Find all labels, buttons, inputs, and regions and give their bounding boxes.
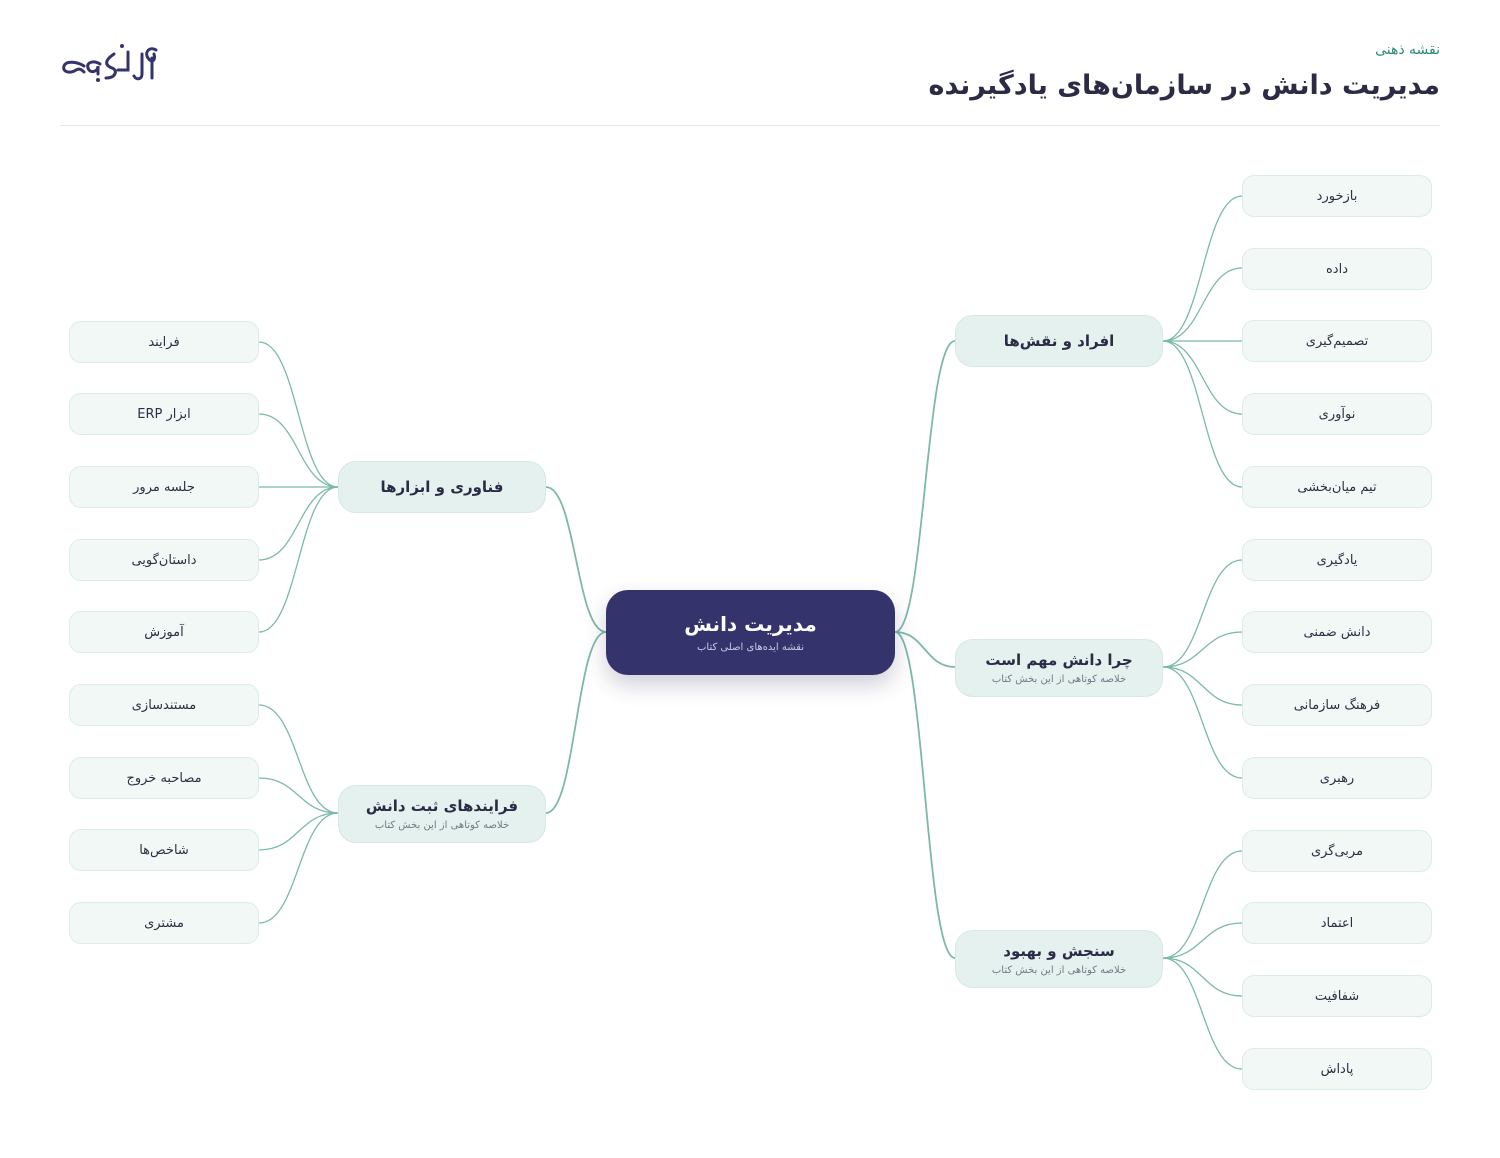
branch-node-measure-improve[interactable]: سنجش و بهبود خلاصه کوتاهی از این بخش کتا…: [955, 930, 1163, 988]
leaf-label: مصاحبه خروج: [126, 770, 202, 786]
branch-label: فناوری و ابزارها: [380, 478, 504, 496]
branch-node-capture-processes[interactable]: فرایندهای ثبت دانش خلاصه کوتاهی از این ب…: [338, 785, 546, 843]
root-node[interactable]: مدیریت دانش نقشه ایده‌های اصلی کتاب: [606, 590, 895, 675]
leaf-label: یادگیری: [1316, 552, 1358, 568]
leaf-node[interactable]: داستان‌گویی: [69, 539, 259, 581]
branch-subtitle: خلاصه کوتاهی از این بخش کتاب: [991, 674, 1127, 685]
leaf-node[interactable]: مستندسازی: [69, 684, 259, 726]
leaf-label: فرایند: [148, 334, 180, 350]
leaf-node[interactable]: تیم میان‌بخشی: [1242, 466, 1432, 508]
leaf-node[interactable]: مصاحبه خروج: [69, 757, 259, 799]
leaf-label: مستندسازی: [131, 697, 197, 713]
leaf-node[interactable]: اعتماد: [1242, 902, 1432, 944]
connector-line: [258, 704, 339, 814]
page-title: مدیریت دانش در سازمان‌های یادگیرنده: [928, 70, 1440, 101]
connector-line: [894, 631, 956, 668]
leaf-label: داده: [1326, 261, 1349, 277]
leaf-label: جلسه مرور: [133, 479, 195, 495]
branch-subtitle: خلاصه کوتاهی از این بخش کتاب: [374, 820, 510, 831]
connector-line: [894, 631, 956, 959]
leaf-label: بازخورد: [1316, 188, 1358, 204]
connector-line: [258, 812, 339, 851]
connector-line: [1162, 957, 1243, 997]
leaf-label: اعتماد: [1320, 915, 1354, 931]
leaf-node[interactable]: داده: [1242, 248, 1432, 290]
branch-node-people-roles[interactable]: افراد و نقش‌ها: [955, 315, 1163, 367]
branch-subtitle: خلاصه کوتاهی از این بخش کتاب: [991, 965, 1127, 976]
leaf-label: پاداش: [1320, 1061, 1354, 1077]
leaf-node[interactable]: یادگیری: [1242, 539, 1432, 581]
leaf-node[interactable]: فرهنگ سازمانی: [1242, 684, 1432, 726]
leaf-label: آموزش: [144, 624, 184, 640]
branch-node-technology-tools[interactable]: فناوری و ابزارها: [338, 461, 546, 513]
connector-line: [1162, 666, 1243, 779]
connector-line: [258, 486, 339, 561]
branch-label: چرا دانش مهم است: [985, 651, 1133, 669]
connector-line: [894, 340, 956, 633]
leaf-label: نوآوری: [1318, 406, 1356, 422]
branch-node-why-knowledge[interactable]: چرا دانش مهم است خلاصه کوتاهی از این بخش…: [955, 639, 1163, 697]
leaf-node[interactable]: فرایند: [69, 321, 259, 363]
connector-line: [545, 631, 607, 814]
leaf-label: فرهنگ سازمانی: [1293, 697, 1381, 713]
leaf-node[interactable]: شفافیت: [1242, 975, 1432, 1017]
leaf-label: شفافیت: [1314, 988, 1360, 1004]
root-label: مدیریت دانش: [684, 612, 817, 636]
leaf-label: دانش ضمنی: [1303, 624, 1371, 640]
connector-line: [258, 413, 339, 488]
leaf-node[interactable]: رهبری: [1242, 757, 1432, 799]
leaf-node[interactable]: مربی‌گری: [1242, 830, 1432, 872]
leaf-node[interactable]: جلسه مرور: [69, 466, 259, 508]
leaf-label: رهبری: [1319, 770, 1355, 786]
connector-line: [1162, 666, 1243, 706]
leaf-node[interactable]: ابزار ERP: [69, 393, 259, 435]
connector-line: [545, 486, 607, 633]
leaf-node[interactable]: بازخورد: [1242, 175, 1432, 217]
leaf-node[interactable]: تصمیم‌گیری: [1242, 320, 1432, 362]
connector-line: [258, 777, 339, 814]
leaf-node[interactable]: پاداش: [1242, 1048, 1432, 1090]
header-divider: [60, 125, 1440, 126]
leaf-node[interactable]: نوآوری: [1242, 393, 1432, 435]
connector-line: [1162, 957, 1243, 1070]
branch-label: سنجش و بهبود: [1003, 942, 1115, 960]
leaf-label: مشتری: [144, 915, 184, 931]
connector-line: [1162, 922, 1243, 959]
connector-line: [258, 486, 339, 633]
page-subtitle: نقشه ذهنی: [1375, 42, 1440, 58]
leaf-node[interactable]: آموزش: [69, 611, 259, 653]
connector-line: [1162, 340, 1243, 415]
leaf-label: تیم میان‌بخشی: [1297, 479, 1377, 495]
leaf-node[interactable]: مشتری: [69, 902, 259, 944]
connector-line: [1162, 631, 1243, 668]
branch-label: افراد و نقش‌ها: [1003, 332, 1115, 350]
connector-line: [1162, 267, 1243, 342]
connector-line: [1162, 340, 1243, 488]
leaf-label: مربی‌گری: [1310, 843, 1364, 859]
connector-line: [258, 812, 339, 924]
connector-line: [1162, 850, 1243, 959]
leaf-label: داستان‌گویی: [131, 552, 197, 568]
branch-label: فرایندهای ثبت دانش: [365, 797, 519, 815]
connector-line: [1162, 559, 1243, 668]
leaf-node[interactable]: شاخص‌ها: [69, 829, 259, 871]
connector-line: [1162, 195, 1243, 342]
root-subtitle: نقشه ایده‌های اصلی کتاب: [697, 642, 805, 653]
leaf-label: شاخص‌ها: [139, 842, 189, 858]
leaf-label: تصمیم‌گیری: [1305, 333, 1369, 349]
leaf-label: ابزار ERP: [137, 406, 191, 422]
leaf-node[interactable]: دانش ضمنی: [1242, 611, 1432, 653]
brand-logo: [62, 44, 158, 82]
connector-line: [258, 341, 339, 488]
